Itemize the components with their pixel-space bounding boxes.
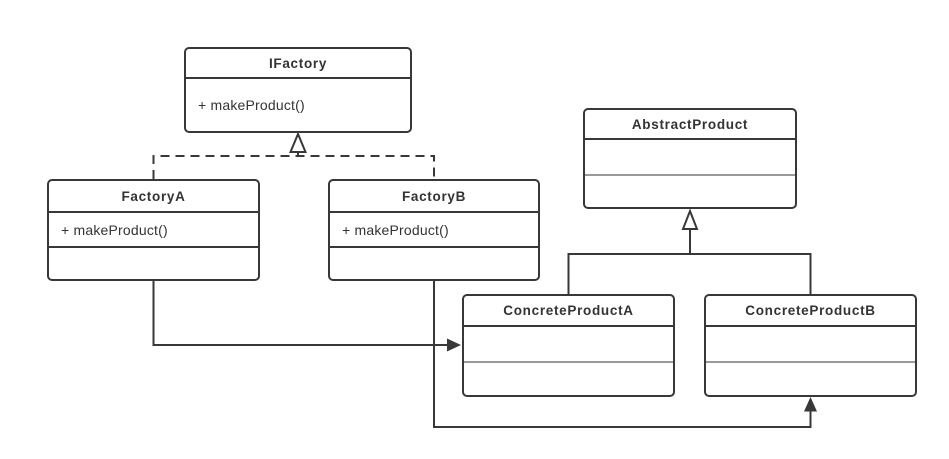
class-abstractproduct[interactable]: AbstractProduct [583, 108, 797, 209]
hollow-triangle-ifactory-icon [289, 131, 307, 153]
class-fields-factoryb [330, 246, 538, 279]
class-methods-concreteproducta [464, 361, 673, 395]
method-label: + makeProduct() [61, 221, 168, 238]
method-label: + makeProduct() [342, 221, 449, 238]
class-title-factoryb: FactoryB [401, 188, 467, 204]
class-methods-concreteproductb [706, 361, 915, 395]
class-concreteproducta[interactable]: ConcreteProductA [462, 294, 675, 397]
hollow-triangle-abstractproduct-icon [681, 208, 699, 230]
class-title-concreteproducta: ConcreteProductA [503, 303, 634, 318]
class-concreteproductb[interactable]: ConcreteProductB [704, 294, 917, 397]
class-fields-factorya [49, 246, 258, 279]
class-factorya[interactable]: FactoryA + makeProduct() [47, 179, 260, 281]
creates-line-factorya-to-concreteproducta [152, 281, 448, 346]
class-fields-concreteproductb [706, 325, 915, 361]
class-methods-factoryb: + makeProduct() [330, 211, 538, 246]
class-ifactory[interactable]: IFactory + makeProduct() [184, 47, 412, 133]
class-title-factorya: FactoryA [121, 188, 186, 204]
class-factoryb[interactable]: FactoryB + makeProduct() [328, 179, 540, 281]
class-title-abstractproduct: AbstractProduct [631, 116, 749, 132]
class-fields-concreteproducta [464, 325, 673, 361]
filled-arrowhead-concreteproductb-icon [804, 397, 817, 412]
filled-arrowhead-concreteproducta-icon [447, 338, 461, 352]
generalization-line-products-to-abstractproduct [567, 229, 812, 294]
class-methods-ifactory: + makeProduct() [186, 77, 410, 131]
class-title-concreteproductb: ConcreteProductB [745, 303, 876, 318]
method-label: + makeProduct() [198, 97, 305, 113]
class-fields-abstractproduct [585, 138, 795, 174]
class-methods-abstractproduct [585, 174, 795, 207]
class-methods-factorya: + makeProduct() [49, 211, 258, 246]
creates-line-factoryb-to-concreteproductb [433, 281, 812, 428]
class-title-ifactory: IFactory [268, 55, 328, 71]
realization-line-factories-to-ifactory [152, 152, 435, 179]
